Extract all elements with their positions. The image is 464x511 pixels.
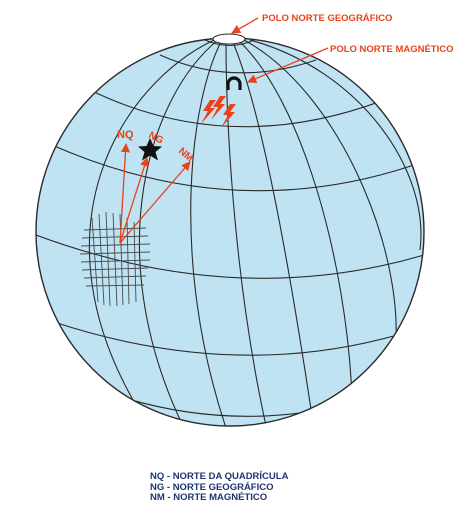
legend-nm: NM - NORTE MAGNÉTICO (150, 492, 268, 503)
geo-pole-label: POLO NORTE GEOGRÁFICO (262, 13, 392, 24)
legend-ng: NG - NORTE GEOGRÁFICO (150, 481, 274, 493)
legend-nq: NQ - NORTE DA QUADRÍCULA (150, 471, 289, 482)
horseshoe-magnet-icon (226, 76, 242, 90)
mag-pole-label: POLO NORTE MAGNÉTICO (330, 44, 454, 55)
star-icon (138, 138, 162, 161)
geo-pole-callout (231, 17, 259, 34)
legend: NQ - NORTE DA QUADRÍCULA NG - NORTE GEOG… (150, 471, 350, 504)
nq-arrow (119, 143, 131, 244)
quadricula-grid (79, 211, 151, 307)
nm-arrow (119, 161, 191, 244)
mag-pole-callout (247, 47, 329, 83)
ng-arrow (119, 157, 149, 244)
globe-graticule (36, 39, 424, 426)
north-arrows (119, 143, 191, 244)
north-pole-cap (212, 33, 246, 45)
nq-label: NQ (117, 129, 134, 141)
lightning-bolt-icon (201, 96, 236, 128)
globe (35, 37, 425, 427)
